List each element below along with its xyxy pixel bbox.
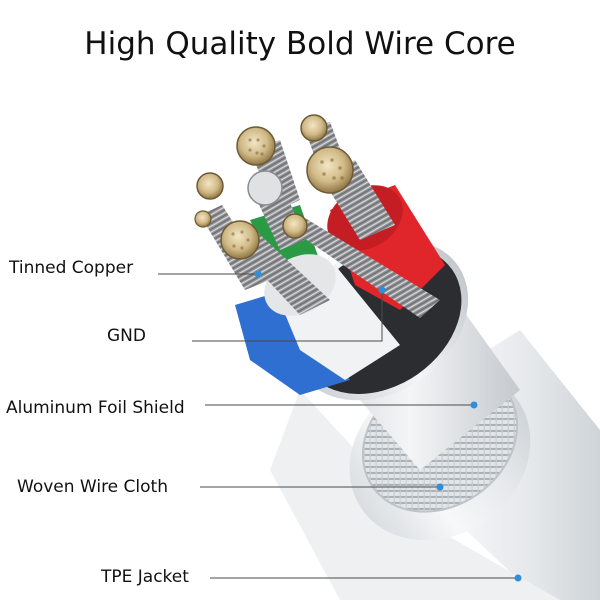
label-aluminum-foil-shield: Aluminum Foil Shield (6, 398, 185, 418)
page-title: High Quality Bold Wire Core (84, 26, 516, 62)
pointer-dots (254, 270, 522, 582)
label-tinned-copper: Tinned Copper (9, 258, 134, 278)
label-woven-wire-cloth: Woven Wire Cloth (17, 477, 168, 497)
label-gnd: GND (107, 326, 146, 346)
label-tpe-jacket: TPE Jacket (101, 567, 189, 587)
stranded-conductors (194, 114, 440, 318)
pointer-lines (158, 273, 518, 579)
